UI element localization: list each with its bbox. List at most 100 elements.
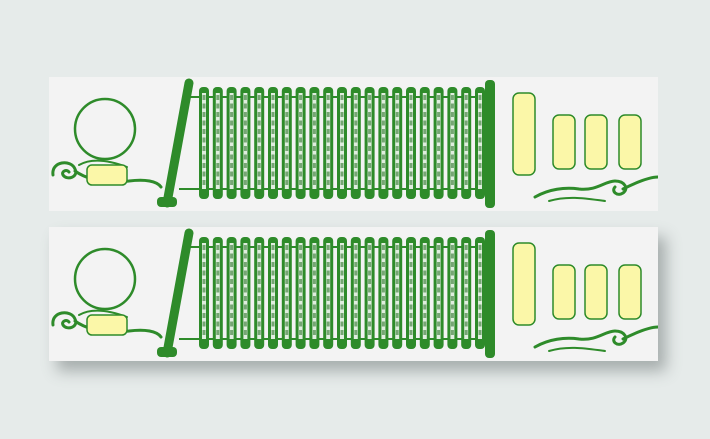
slip-glyph-mark	[409, 163, 413, 168]
slip-glyph-mark	[464, 103, 468, 109]
slip-glyph-mark	[423, 112, 427, 117]
slip-glyph-mark	[243, 296, 247, 301]
slip-glyph-mark	[285, 137, 289, 143]
circle-frame-icon	[73, 97, 137, 161]
slip-glyph-mark	[464, 304, 468, 310]
slip-glyph-mark	[409, 313, 413, 318]
slip-glyph-mark	[423, 171, 427, 177]
slip-glyph-mark	[381, 112, 385, 117]
slip-glyph-mark	[243, 180, 247, 185]
slip-glyph-mark	[216, 313, 220, 318]
slip-glyph-mark	[437, 262, 441, 267]
slip-glyph-mark	[464, 270, 468, 276]
slip-glyph-mark	[285, 163, 289, 168]
slip-glyph-mark	[216, 171, 220, 177]
slip-glyph-mark	[409, 330, 413, 335]
slip-glyph-mark	[216, 330, 220, 335]
slip-glyph-mark	[202, 95, 206, 100]
slip-glyph-mark	[450, 95, 454, 100]
slip-glyph-mark	[478, 296, 482, 301]
slip-glyph-mark	[230, 304, 234, 310]
slip-glyph-mark	[381, 95, 385, 100]
slip-glyph-mark	[478, 270, 482, 276]
slip-glyph-mark	[312, 253, 316, 259]
slip-glyph-mark	[437, 313, 441, 318]
slip-glyph-mark	[395, 154, 399, 160]
slip-glyph-mark	[423, 163, 427, 168]
slip-glyph-mark	[216, 296, 220, 301]
slip-glyph-mark	[368, 112, 372, 117]
slip-glyph-mark	[216, 245, 220, 250]
slip-glyph-mark	[257, 253, 261, 259]
slip-glyph-mark	[326, 146, 330, 151]
slip-glyph-mark	[423, 245, 427, 250]
left-rod-cap	[157, 347, 177, 357]
slip-glyph-mark	[202, 253, 206, 259]
slip-glyph-mark	[299, 180, 303, 185]
slip-glyph-mark	[312, 112, 316, 117]
slip-glyph-mark	[312, 287, 316, 293]
slip-glyph-mark	[368, 95, 372, 100]
slip-glyph-mark	[368, 245, 372, 250]
slip-glyph-mark	[299, 313, 303, 318]
slip-glyph-mark	[202, 180, 206, 185]
slip-glyph-mark	[243, 313, 247, 318]
slip-glyph-mark	[354, 330, 358, 335]
slip-glyph-mark	[437, 287, 441, 293]
slip-glyph-mark	[395, 330, 399, 335]
slip-glyph-mark	[340, 171, 344, 177]
slip-glyph-mark	[464, 321, 468, 327]
slip-glyph-mark	[216, 279, 220, 284]
slip-glyph-mark	[395, 262, 399, 267]
slip-glyph-mark	[450, 137, 454, 143]
slip-glyph-mark	[437, 154, 441, 160]
slip-glyph-mark	[299, 304, 303, 310]
slip-glyph-mark	[257, 270, 261, 276]
slip-glyph-mark	[381, 262, 385, 267]
slip-glyph-mark	[230, 270, 234, 276]
slip-glyph-mark	[271, 163, 275, 168]
slip-glyph-mark	[409, 180, 413, 185]
slip-glyph-mark	[381, 129, 385, 134]
slip-glyph-mark	[216, 163, 220, 168]
slip-glyph-mark	[423, 95, 427, 100]
slip-glyph-mark	[450, 146, 454, 151]
slip-glyph-mark	[326, 180, 330, 185]
cloud-swirl-icon	[533, 325, 658, 349]
slip-glyph-mark	[340, 95, 344, 100]
slip-glyph-mark	[464, 330, 468, 335]
slip-glyph-mark	[299, 129, 303, 134]
slip-glyph-mark	[464, 287, 468, 293]
slip-glyph-mark	[312, 154, 316, 160]
slip-glyph-mark	[368, 146, 372, 151]
slip-glyph-mark	[381, 245, 385, 250]
right-short-label	[618, 264, 642, 320]
slip-glyph-mark	[243, 171, 247, 177]
slip-glyph-mark	[202, 103, 206, 109]
slip-glyph-mark	[437, 330, 441, 335]
slip-glyph-mark	[450, 253, 454, 259]
slip-glyph-mark	[216, 95, 220, 100]
slip-glyph-mark	[423, 180, 427, 185]
slip-glyph-mark	[437, 253, 441, 259]
right-scroll-rod	[485, 230, 495, 358]
slip-glyph-mark	[299, 279, 303, 284]
slip-glyph-mark	[381, 304, 385, 310]
slip-glyph-mark	[368, 180, 372, 185]
slip-glyph-mark	[464, 245, 468, 250]
slip-glyph-mark	[216, 137, 220, 143]
slip-glyph-mark	[299, 253, 303, 259]
circle-frame-icon	[73, 247, 137, 311]
slip-glyph-mark	[354, 279, 358, 284]
slip-glyph-mark	[299, 321, 303, 327]
slip-glyph-mark	[395, 304, 399, 310]
slip-glyph-mark	[478, 137, 482, 143]
slip-glyph-mark	[271, 103, 275, 109]
slip-glyph-mark	[368, 262, 372, 267]
slip-glyph-mark	[368, 321, 372, 327]
slip-glyph-mark	[243, 95, 247, 100]
slip-glyph-mark	[299, 270, 303, 276]
slip-glyph-mark	[285, 180, 289, 185]
slip-glyph-mark	[409, 154, 413, 160]
slip-glyph-mark	[395, 146, 399, 151]
